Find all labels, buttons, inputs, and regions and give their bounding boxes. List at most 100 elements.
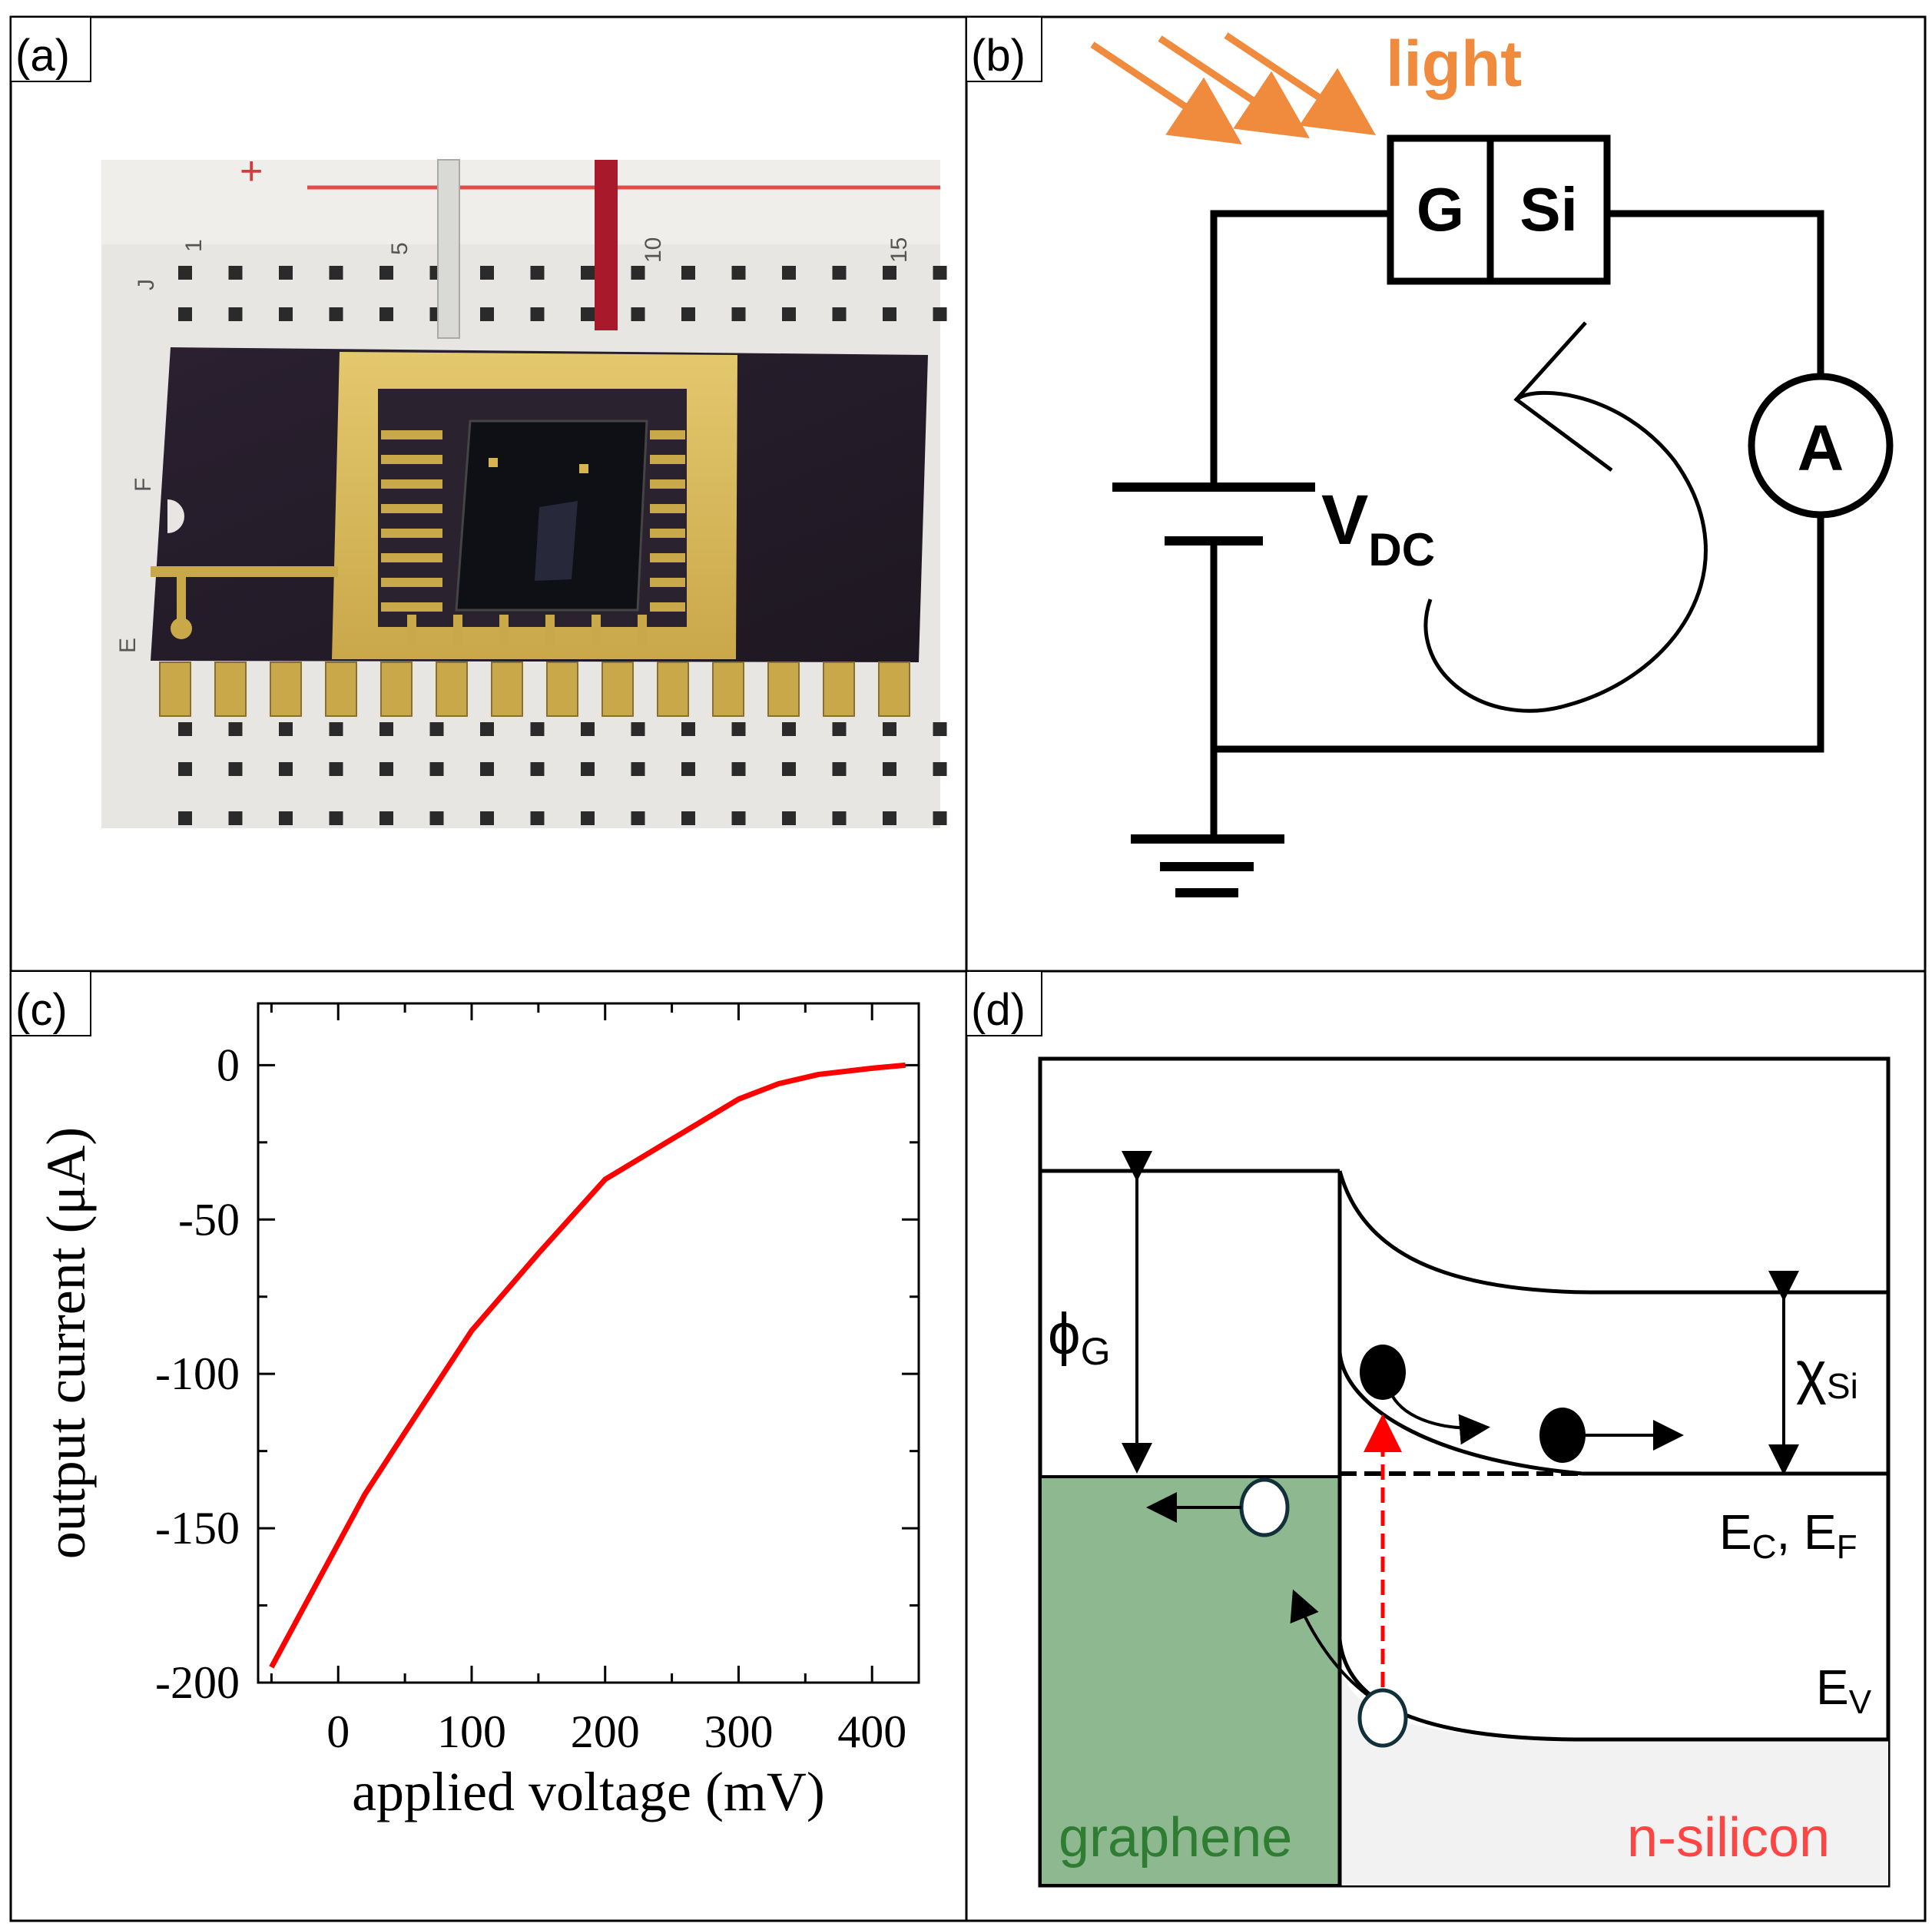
panel-b-label: (b)	[971, 31, 1026, 81]
x-axis-label: applied voltage (mV)	[352, 1761, 825, 1822]
breadboard-hole	[782, 266, 796, 280]
breadboard-hole	[631, 722, 645, 736]
ammeter-label: A	[1798, 412, 1844, 484]
gold-trace	[545, 615, 555, 645]
panel-d-label-box	[966, 970, 1042, 1036]
breadboard-holes	[178, 266, 947, 825]
panel-a-label: (a)	[15, 31, 70, 81]
breadboard-hole	[279, 307, 293, 321]
breadboard-hole	[731, 722, 746, 736]
gold-trace	[650, 553, 685, 562]
gold-trace	[453, 615, 462, 645]
panel-c-label: (c)	[15, 985, 68, 1035]
breadboard-hole	[480, 722, 494, 736]
breadboard-hole	[279, 811, 293, 825]
gold-trace	[650, 602, 685, 612]
breadboard-photo: + 1 5 10 15 J F E	[101, 149, 947, 828]
breadboard-hole	[429, 722, 444, 736]
plot-area	[257, 1002, 920, 1684]
panel-d-label: (d)	[971, 985, 1026, 1035]
breadboard-hole	[681, 811, 695, 825]
breadboard-hole	[581, 762, 595, 776]
breadboard-hole	[681, 266, 695, 280]
breadboard-hole	[782, 811, 796, 825]
breadboard-hole	[279, 722, 293, 736]
breadboard-hole	[329, 266, 343, 280]
valence-fill	[1340, 1667, 1888, 1885]
light-arrow	[1090, 41, 1242, 144]
vacuum-level-silicon	[1337, 1170, 1888, 1295]
breadboard-hole	[228, 811, 243, 825]
breadboard-hole	[832, 811, 847, 825]
light-arrows	[1090, 32, 1376, 144]
chip-pin	[159, 662, 191, 717]
breadboard-hole	[480, 811, 494, 825]
breadboard-hole	[933, 307, 947, 321]
bb-row-f: F	[131, 478, 156, 492]
conduction-band	[1337, 1351, 1583, 1476]
gold-trace	[381, 430, 442, 439]
breadboard-hole	[329, 307, 343, 321]
graphene-label: graphene	[1059, 1807, 1292, 1869]
breadboard-hole	[379, 811, 393, 825]
breadboard-hole	[832, 722, 847, 736]
current-arrow	[1423, 321, 1708, 713]
breadboard-hole	[631, 307, 645, 321]
panel-b: (b) light G Si VDC A	[966, 16, 1894, 897]
breadboard-hole	[581, 307, 595, 321]
electron	[1360, 1345, 1406, 1400]
breadboard-hole	[530, 811, 545, 825]
light-arrow	[1224, 32, 1376, 135]
chip-pin	[546, 662, 578, 717]
breadboard-hole	[379, 762, 393, 776]
gold-trace	[381, 479, 442, 489]
breadboard-hole	[530, 266, 545, 280]
breadboard-hole	[581, 811, 595, 825]
bb-row-j: J	[134, 279, 159, 290]
breadboard-hole	[631, 266, 645, 280]
breadboard-hole	[329, 722, 343, 736]
graphene-box-label: G	[1417, 175, 1464, 244]
breadboard-hole	[530, 762, 545, 776]
breadboard-hole	[178, 762, 192, 776]
gold-trace	[650, 455, 685, 464]
chip-pins	[159, 662, 910, 717]
y-tick-label: 0	[217, 1040, 240, 1090]
breadboard-hole	[681, 722, 695, 736]
graphene-region	[1039, 1475, 1341, 1887]
chip-pin	[436, 662, 468, 717]
breadboard-hole	[178, 722, 192, 736]
breadboard-hole	[178, 266, 192, 280]
chi-label: χSi	[1796, 1340, 1858, 1406]
light-arrow	[1158, 35, 1310, 138]
breadboard-hole	[581, 722, 595, 736]
gold-trace	[381, 529, 442, 538]
breadboard-hole	[429, 762, 444, 776]
bb-plus-mark: +	[240, 149, 263, 194]
breadboard-hole	[782, 722, 796, 736]
x-tick-label: 200	[571, 1706, 640, 1757]
gold-trace	[650, 479, 685, 489]
light-label: light	[1386, 28, 1522, 100]
chip-pin	[325, 662, 357, 717]
breadboard-hole	[279, 762, 293, 776]
gold-trace	[381, 455, 442, 464]
breadboard-hole	[379, 266, 393, 280]
panel-c-label-box	[10, 970, 91, 1036]
breadboard-hole	[782, 307, 796, 321]
breadboard-hole	[883, 811, 896, 825]
hole	[1239, 1477, 1290, 1537]
breadboard-hole	[530, 722, 545, 736]
breadboard-hole	[832, 762, 847, 776]
ground-symbol	[1131, 834, 1284, 897]
gold-trace	[381, 553, 442, 562]
gold-trace	[638, 615, 647, 645]
iv-curve	[269, 1062, 906, 1669]
circuit-wires	[1210, 210, 1824, 837]
ec-ef-label: EC, EF	[1719, 1504, 1857, 1566]
bb-col-5: 5	[387, 242, 413, 255]
panel-a-label-box	[10, 16, 91, 82]
